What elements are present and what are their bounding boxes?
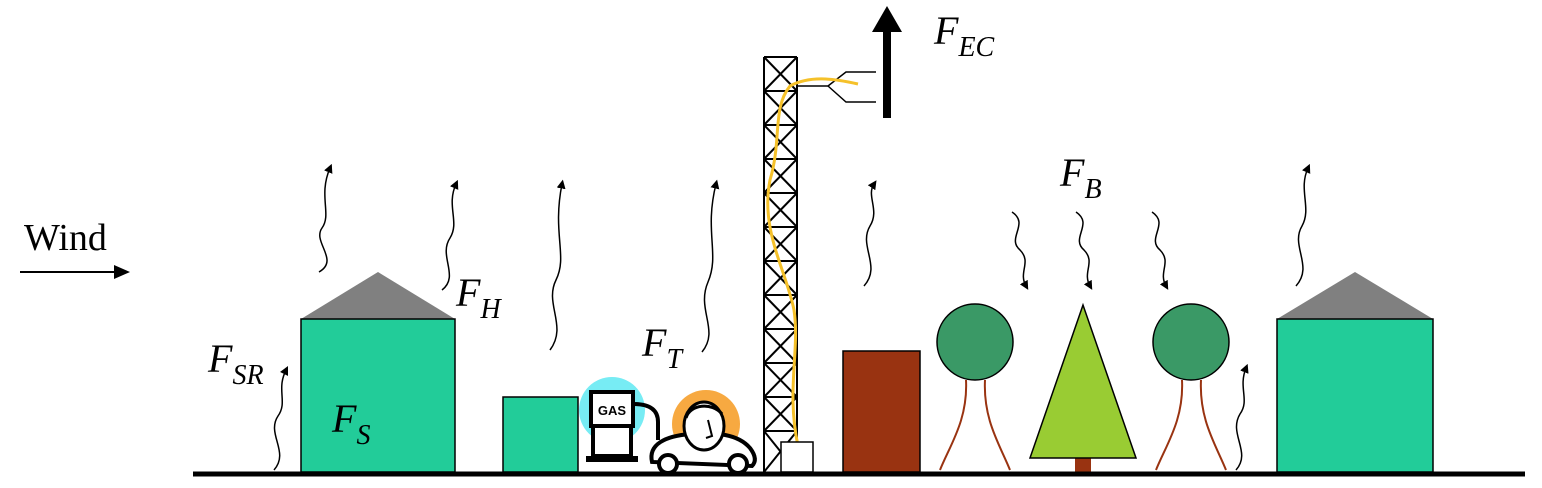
upward-flux-arrow <box>318 163 333 273</box>
wind-arrow <box>20 265 130 279</box>
flux-label-h: FH <box>455 270 502 325</box>
left-building <box>300 272 456 473</box>
deciduous-tree-left <box>936 303 1014 471</box>
downward-flux-arrow <box>1151 211 1169 290</box>
upward-flux-arrow <box>1295 163 1311 287</box>
downward-flux-arrows <box>1011 211 1169 290</box>
sonic-anemometer <box>797 71 876 103</box>
right-building <box>1276 272 1434 473</box>
deciduous-tree-right <box>1152 303 1230 471</box>
upward-flux-arrow <box>273 365 289 471</box>
upward-flux-arrow <box>1235 363 1249 471</box>
instrument-box <box>780 441 814 473</box>
conifer-tree <box>1028 302 1138 472</box>
gas-pump-icon: GAS <box>579 377 660 462</box>
sensor-cable <box>766 77 859 447</box>
brown-building <box>842 350 921 473</box>
upward-flux-arrow <box>549 179 566 351</box>
flux-label-ec: FEC <box>933 8 995 63</box>
upward-flux-arrow <box>441 179 459 291</box>
small-building <box>502 396 579 473</box>
gas-pump-label: GAS <box>598 403 627 418</box>
wind-label: Wind <box>24 217 107 259</box>
eddy-covariance-flux-arrow <box>872 6 902 118</box>
flux-label-sr: FSR <box>207 336 264 391</box>
flux-label-b: FB <box>1059 150 1102 205</box>
downward-flux-arrow <box>1011 211 1029 290</box>
flux-label-t: FT <box>641 320 684 375</box>
car-icon <box>649 390 757 475</box>
upward-flux-arrows <box>273 163 1311 471</box>
flux-tower <box>763 56 798 473</box>
upward-flux-arrow <box>863 180 877 287</box>
flux-label-s: FS <box>331 396 370 451</box>
downward-flux-arrow <box>1075 211 1093 290</box>
upward-flux-arrow <box>701 179 720 353</box>
